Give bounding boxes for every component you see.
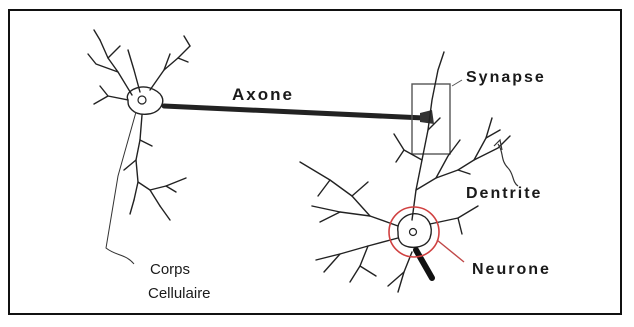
synapse-pointer [452, 80, 462, 86]
right-soma [398, 214, 431, 248]
right-nucleus [410, 229, 417, 236]
axon-terminal [420, 110, 434, 124]
left-soma [127, 87, 162, 114]
left-neuron [88, 30, 434, 220]
label-dentrite: Dentrite [466, 185, 542, 202]
left-dendrites [88, 30, 190, 220]
label-synapse: Synapse [466, 69, 546, 86]
axon-line [164, 106, 424, 118]
label-axone: Axone [232, 85, 294, 104]
label-corps-line2: Cellulaire [148, 285, 211, 302]
neurone-pointer [437, 240, 464, 262]
label-neurone: Neurone [472, 261, 551, 278]
label-corps-line1: Corps [150, 261, 190, 278]
corps-pointer [106, 112, 136, 264]
left-nucleus [138, 96, 146, 104]
dentrite-pointer [498, 144, 518, 186]
